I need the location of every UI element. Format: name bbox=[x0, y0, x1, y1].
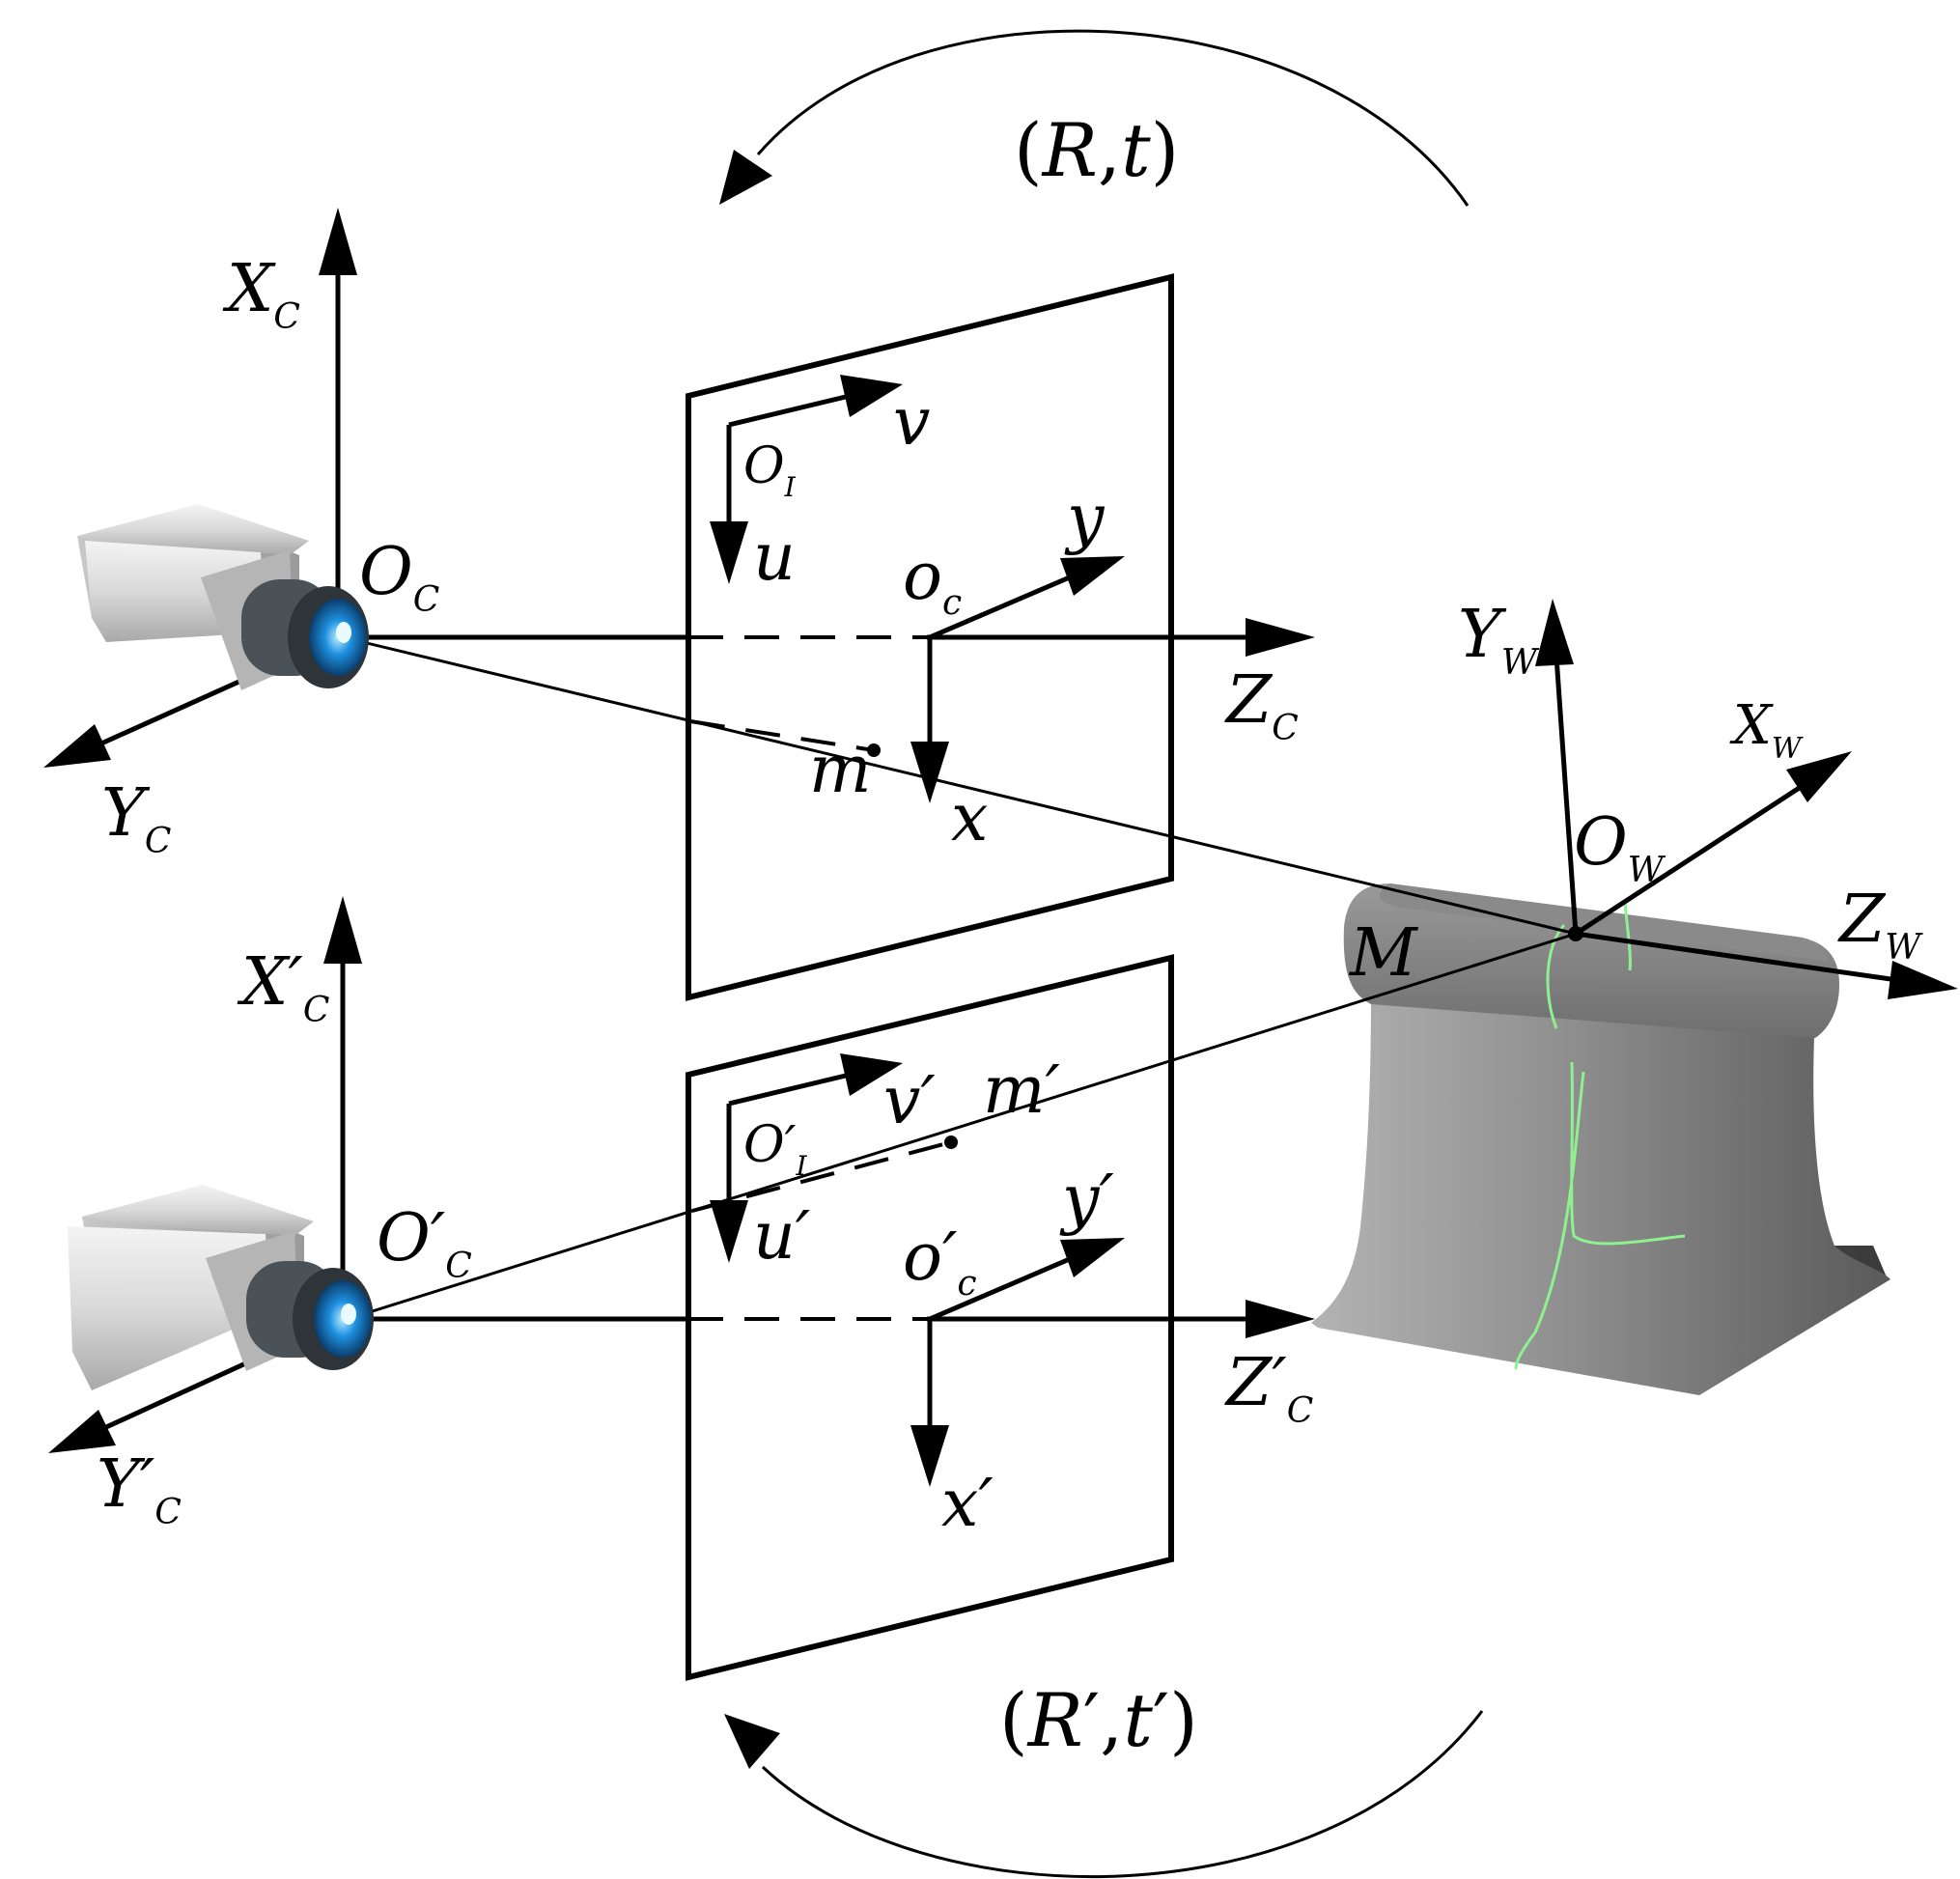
camera1-icon bbox=[77, 504, 369, 690]
camera1-image-axes bbox=[710, 375, 1125, 803]
label-camera2-oc: O′C bbox=[377, 1200, 472, 1286]
world-axes bbox=[1535, 599, 1958, 999]
label-camera2-x: x′ bbox=[941, 1466, 994, 1542]
label-camera1-oc: OC bbox=[359, 534, 439, 620]
label-upper-transform: (R,t) bbox=[1014, 107, 1179, 193]
label-camera1-x: x bbox=[951, 780, 988, 856]
label-camera2-principal: o′c bbox=[903, 1220, 977, 1304]
label-world-yw: YW bbox=[1458, 597, 1540, 683]
camera2-axes bbox=[48, 896, 1315, 1453]
label-camera1-y: y bbox=[1064, 481, 1106, 557]
ray-upper-dashed bbox=[689, 719, 875, 752]
lower-transform-arrow bbox=[724, 1710, 1484, 1879]
label-camera2-y: y′ bbox=[1059, 1162, 1114, 1238]
image-plane-lower bbox=[686, 954, 1174, 1681]
label-camera1-oi: OI bbox=[743, 437, 797, 503]
ray-upper-camera-to-M bbox=[342, 635, 1577, 936]
label-camera1-u: u bbox=[753, 519, 796, 596]
camera2-icon bbox=[68, 1185, 374, 1390]
label-camera2-xc: X′C bbox=[237, 944, 329, 1030]
label-camera1-zc: ZC bbox=[1224, 662, 1299, 748]
label-world-M: M bbox=[1348, 915, 1419, 992]
camera2-image-axes bbox=[710, 1053, 1125, 1487]
point-m-prime bbox=[944, 1136, 958, 1149]
ray-lower-dashed bbox=[691, 1140, 952, 1213]
label-camera1-v: v bbox=[893, 384, 930, 461]
label-camera1-xc: XC bbox=[222, 251, 300, 337]
point-m bbox=[867, 743, 881, 757]
label-camera2-zc: Z′C bbox=[1224, 1345, 1313, 1431]
label-camera1-principal: oc bbox=[903, 539, 962, 623]
label-camera2-oi: O′I bbox=[743, 1116, 807, 1182]
label-lower-transform: (R′,t′) bbox=[999, 1677, 1198, 1763]
label-camera2-u: u′ bbox=[753, 1198, 811, 1275]
camera1-axes bbox=[43, 208, 1315, 768]
point-M bbox=[1568, 926, 1583, 941]
label-camera1-yc: YC bbox=[101, 775, 171, 861]
label-camera2-v: v′ bbox=[883, 1063, 936, 1139]
label-world-ow: OW bbox=[1574, 804, 1666, 890]
upper-transform-arrow bbox=[719, 29, 1470, 207]
label-camera2-m: m′ bbox=[983, 1052, 1060, 1129]
label-world-xw: XW bbox=[1729, 694, 1804, 766]
label-world-zw: ZW bbox=[1837, 882, 1923, 968]
label-camera2-yc: Y′C bbox=[97, 1446, 182, 1532]
image-plane-upper bbox=[686, 273, 1174, 1001]
label-camera1-m: m bbox=[809, 732, 871, 808]
ray-lower-camera-to-M bbox=[347, 932, 1577, 1321]
